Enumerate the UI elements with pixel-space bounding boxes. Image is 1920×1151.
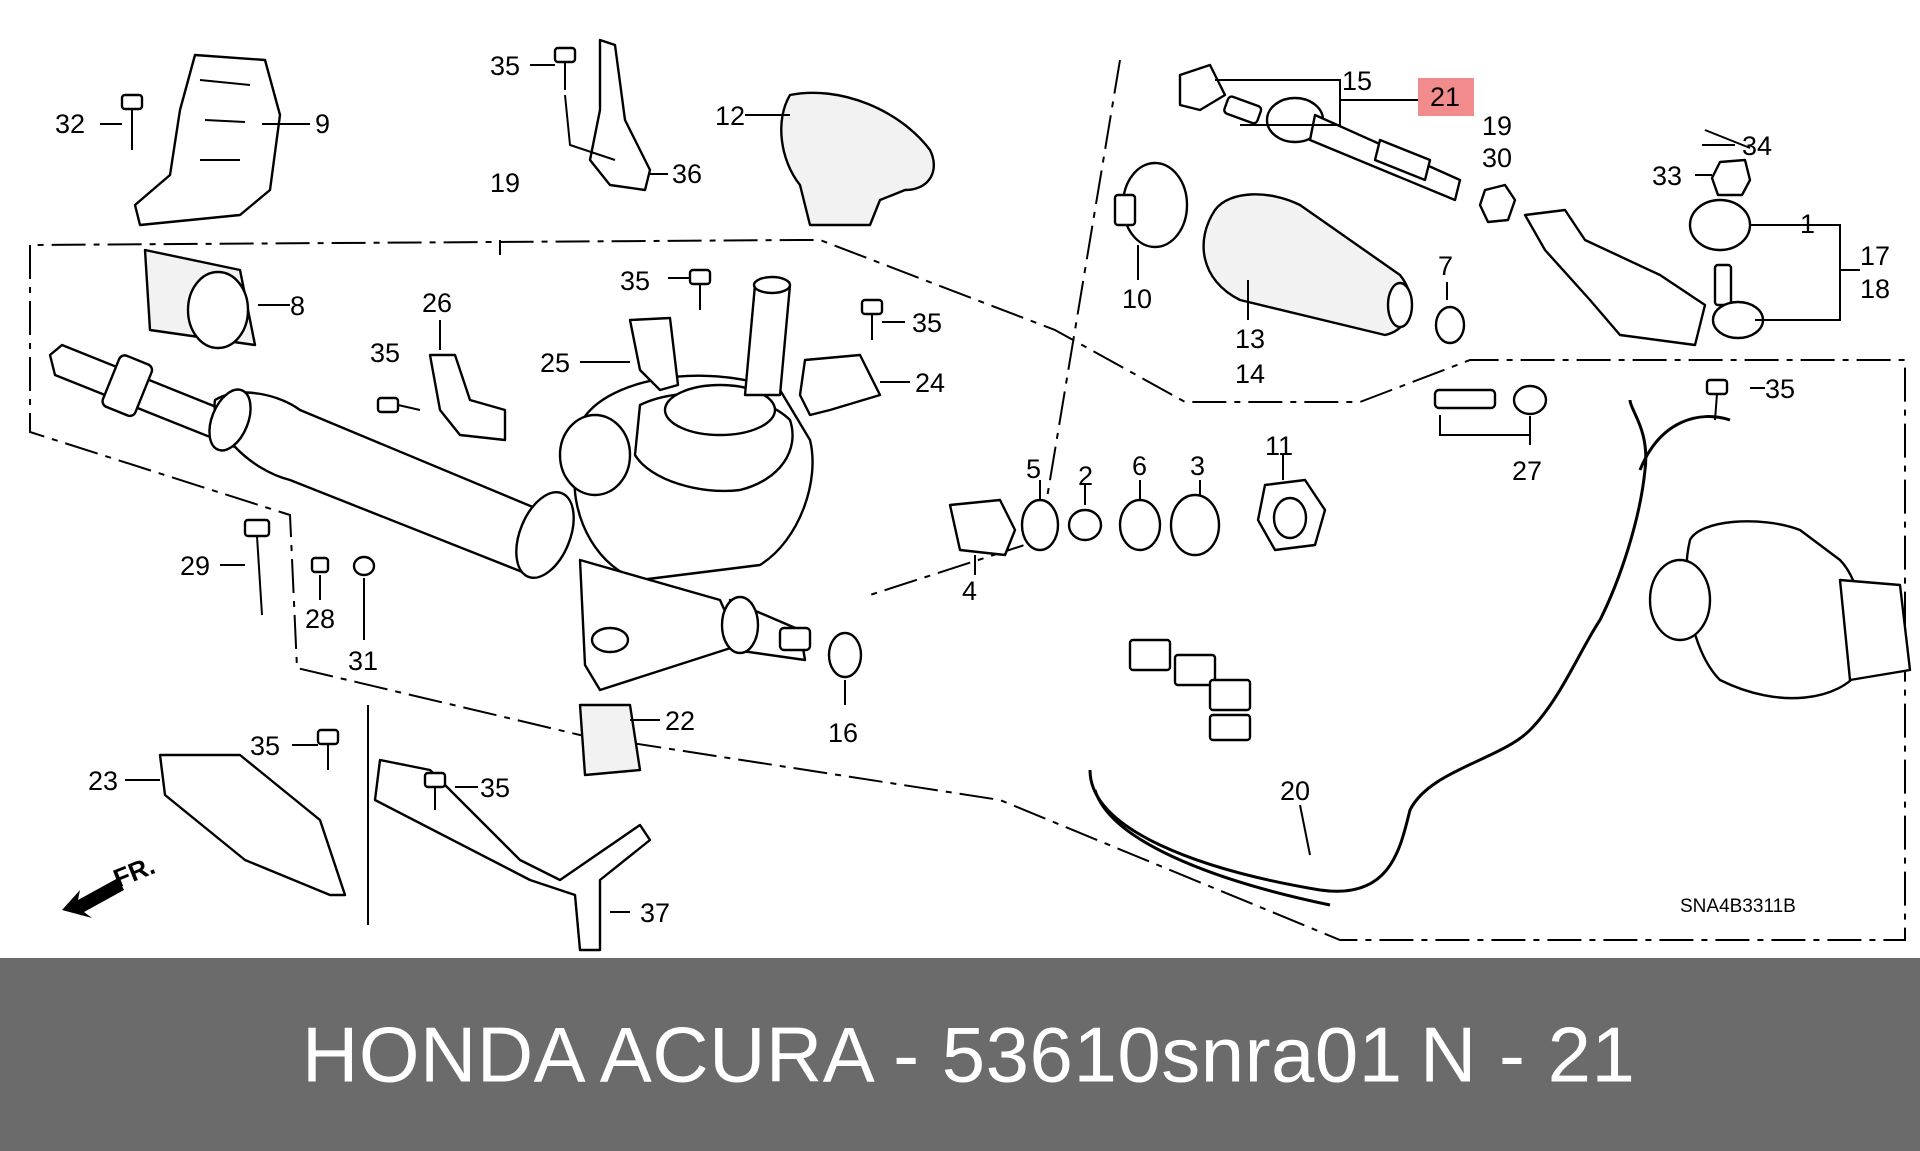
callout-10: 10 (1122, 284, 1152, 314)
diagram-code: SNA4B3311B (1680, 896, 1796, 917)
callout-19-rack: 19 (490, 168, 520, 198)
parts-diagram: FR. 1 2 3 4 5 6 7 8 9 10 11 12 13 14 15 … (29, 38, 1912, 952)
part-27-bolt (1433, 384, 1548, 416)
callout-25: 25 (540, 348, 570, 378)
part-17-tie-rod-end (1523, 198, 1765, 347)
bolt-35-b (688, 268, 712, 310)
callout-17: 17 (1860, 241, 1890, 271)
position-label: N - 21 (1420, 1010, 1636, 1098)
callout-26: 26 (422, 288, 452, 318)
motor-assembly (1648, 520, 1912, 700)
callout-8: 8 (290, 291, 305, 321)
bolt-icons (120, 46, 1729, 810)
callout-35-top: 35 (490, 51, 520, 81)
callout-31: 31 (348, 646, 378, 676)
callout-20: 20 (1280, 776, 1310, 806)
part-23-heat-shield (158, 753, 347, 897)
highlight-21 (1418, 78, 1474, 116)
callout-35-guard: 35 (480, 773, 510, 803)
callout-22: 22 (665, 706, 695, 736)
part-12-boot (780, 91, 935, 227)
part-21-tie-rod (1223, 95, 1462, 202)
callout-14: 14 (1235, 359, 1265, 389)
callout-3: 3 (1190, 451, 1205, 481)
part-33-nut (1710, 158, 1752, 197)
callout-5: 5 (1026, 454, 1041, 484)
part-26-bracket (428, 353, 507, 442)
callout-4: 4 (962, 576, 977, 606)
bolt-35-e (316, 728, 340, 770)
part-24-bracket (798, 353, 882, 417)
callout-32: 32 (55, 109, 85, 139)
callout-13: 13 (1235, 324, 1265, 354)
callout-1: 1 (1800, 209, 1815, 239)
group-outline-tierod (869, 59, 1121, 596)
part-15-lock-washer (1178, 63, 1227, 112)
callout-27: 27 (1512, 456, 1542, 486)
callout-24: 24 (915, 368, 945, 398)
callout-35-shield: 35 (250, 731, 280, 761)
bolt-35-g (1705, 378, 1729, 421)
callout-11: 11 (1265, 431, 1293, 461)
bolt-35-c (860, 298, 884, 340)
callout-18: 18 (1860, 274, 1890, 304)
part-20-harness (1088, 399, 1731, 907)
part-10-clamp (1113, 161, 1189, 249)
callout-6: 6 (1132, 451, 1147, 481)
bolt-29 (243, 518, 271, 616)
bolt-35-d (376, 396, 421, 414)
callout-7: 7 (1438, 251, 1453, 281)
steering-gearbox (48, 275, 814, 692)
callout-9: 9 (315, 109, 330, 139)
part-37-heat-shield (373, 758, 652, 952)
part-36-bracket (588, 38, 652, 192)
callout-35-shaft: 35 (620, 266, 650, 296)
callout-33: 33 (1652, 161, 1682, 191)
part-7-clip (1434, 305, 1466, 345)
callout-28: 28 (305, 604, 335, 634)
bolt-32 (120, 93, 144, 150)
callout-29: 29 (180, 551, 210, 581)
part-11-locknut (1256, 478, 1327, 552)
part-30-nut (1478, 183, 1517, 224)
callout-12: 12 (715, 101, 745, 131)
callout-34: 34 (1742, 131, 1772, 161)
leader-lines (100, 64, 1860, 913)
callout-2: 2 (1078, 461, 1093, 491)
callout-15: 15 (1342, 66, 1372, 96)
callout-35-motor: 35 (1765, 374, 1795, 404)
part-16-seal (827, 631, 863, 679)
callout-30: 30 (1482, 143, 1512, 173)
part-8-bushing (143, 248, 257, 350)
callout-19-tierod: 19 (1482, 111, 1512, 141)
bolt-35-f (423, 771, 447, 810)
footer-bar: HONDA ACURA - 53610snra01 N - 21 (0, 958, 1920, 1151)
callout-36: 36 (672, 159, 702, 189)
part-25-bracket (628, 316, 680, 392)
brand-part-number: HONDA ACURA - 53610snra01 (302, 1010, 1403, 1098)
callout-37: 37 (640, 898, 670, 928)
callout-35-left: 35 (370, 338, 400, 368)
callout-23: 23 (88, 766, 118, 796)
callout-16: 16 (828, 718, 858, 748)
part-13-boot (1202, 193, 1414, 337)
front-direction-arrow: FR. (62, 850, 159, 918)
part-34-cotter-pin (1704, 129, 1751, 149)
bolt-28 (310, 556, 330, 574)
washer-31 (352, 555, 376, 577)
part-22-mount (578, 703, 642, 777)
callout-labels: 1 2 3 4 5 6 7 8 9 10 11 12 13 14 15 16 1… (55, 51, 1890, 928)
callout-35-right: 35 (912, 308, 942, 338)
bolt-35-top (553, 46, 577, 90)
part-9-bracket (133, 53, 282, 227)
callout-21: 21 (1430, 82, 1460, 112)
